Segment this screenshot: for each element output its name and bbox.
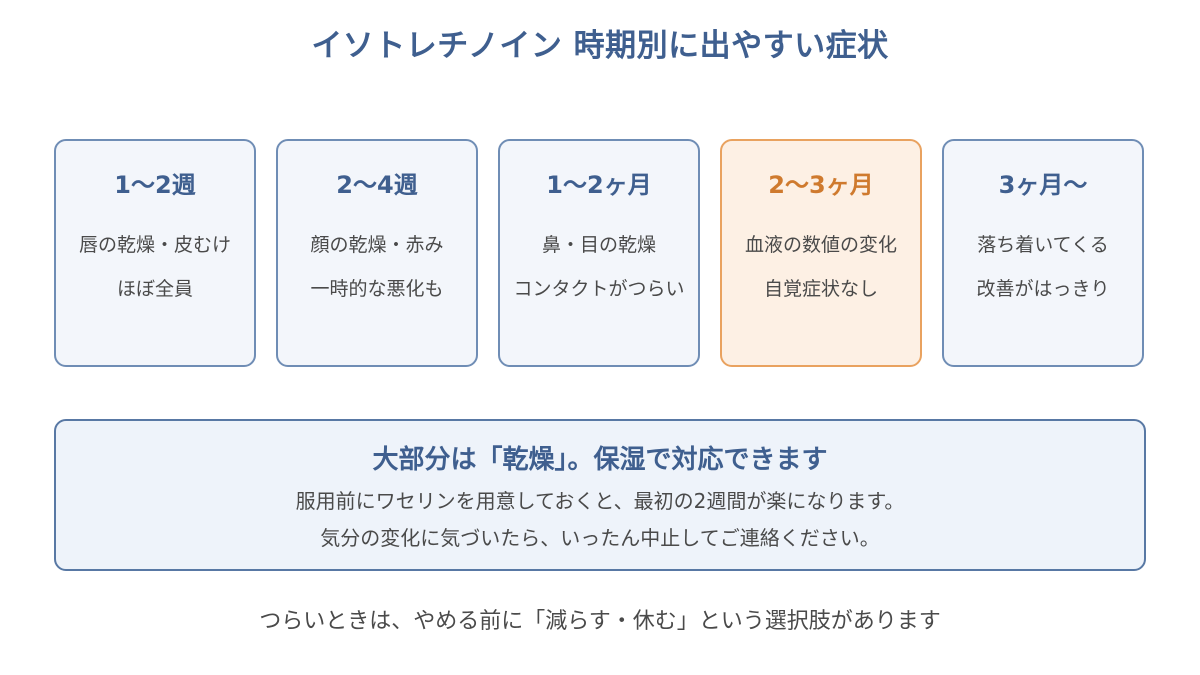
stage-symptom: 落ち着いてくる — [977, 234, 1109, 256]
summary-line: 服用前にワセリンを用意しておくと、最初の2週間が楽になります。 — [295, 489, 905, 513]
stage-label: 2〜3ヶ月 — [768, 171, 874, 199]
stage-timeline: 1〜2週 唇の乾燥・皮むけ ほぼ全員 2〜4週 顔の乾燥・赤み 一時的な悪化も … — [54, 139, 1148, 371]
summary-line: 気分の変化に気づいたら、いったん中止してご連絡ください。 — [320, 526, 880, 550]
summary-heading: 大部分は「乾燥」。保湿で対応できます — [372, 445, 828, 475]
stage-card-4: 2〜3ヶ月 血液の数値の変化 自覚症状なし — [720, 139, 922, 367]
stage-card-5: 3ヶ月〜 落ち着いてくる 改善がはっきり — [942, 139, 1144, 367]
stage-label: 2〜4週 — [336, 171, 418, 199]
stage-card-1: 1〜2週 唇の乾燥・皮むけ ほぼ全員 — [54, 139, 256, 367]
stage-note: 改善がはっきり — [976, 278, 1110, 300]
stage-note: 自覚症状なし — [763, 278, 878, 300]
stage-symptom: 唇の乾燥・皮むけ — [78, 234, 231, 256]
stage-symptom: 鼻・目の乾燥 — [541, 234, 656, 256]
stage-label: 3ヶ月〜 — [998, 171, 1088, 199]
stage-card-2: 2〜4週 顔の乾燥・赤み 一時的な悪化も — [276, 139, 478, 367]
summary-box: 大部分は「乾燥」。保湿で対応できます 服用前にワセリンを用意しておくと、最初の2… — [54, 419, 1146, 571]
stage-note: コンタクトがつらい — [513, 278, 685, 300]
footnote: つらいときは、やめる前に「減らす・休む」という選択肢があります — [259, 609, 941, 634]
stage-symptom: 顔の乾燥・赤み — [310, 234, 444, 256]
page-title: イソトレチノイン 時期別に出やすい症状 — [311, 28, 889, 64]
stage-label: 1〜2ヶ月 — [546, 171, 652, 199]
stage-note: 一時的な悪化も — [310, 278, 444, 300]
stage-symptom: 血液の数値の変化 — [744, 234, 897, 256]
stage-label: 1〜2週 — [114, 171, 196, 199]
stage-note: ほぼ全員 — [116, 278, 193, 300]
stage-card-3: 1〜2ヶ月 鼻・目の乾燥 コンタクトがつらい — [498, 139, 700, 367]
